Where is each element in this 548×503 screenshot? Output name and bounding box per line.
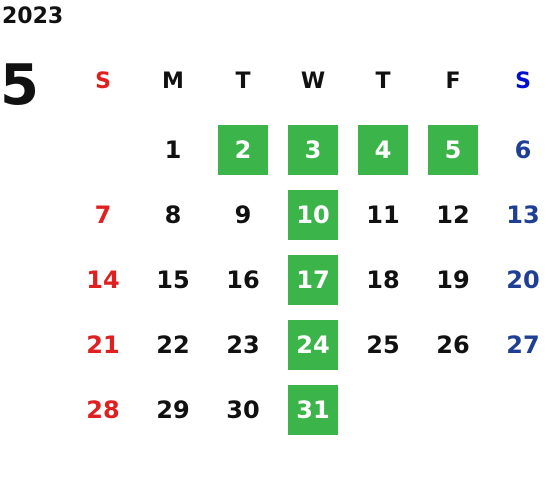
calendar-day: 25 [366,331,400,359]
calendar-day: 11 [366,201,400,229]
weekday-header: W [300,68,326,94]
calendar-day: 27 [506,331,540,359]
calendar-day: 14 [86,266,120,294]
calendar-day: 19 [436,266,470,294]
calendar-day: 6 [514,136,532,164]
calendar-day: 16 [226,266,260,294]
calendar-day: 28 [86,396,120,424]
calendar-day: 5 [428,125,478,175]
calendar-day: 22 [156,331,190,359]
calendar-day: 30 [226,396,260,424]
weekday-header: S [95,68,111,94]
calendar-day: 10 [288,190,338,240]
calendar-day: 8 [164,201,182,229]
calendar-day: 21 [86,331,120,359]
calendar-day: 29 [156,396,190,424]
calendar-day: 9 [234,201,252,229]
calendar-day: 26 [436,331,470,359]
calendar-day: 12 [436,201,470,229]
calendar-day: 20 [506,266,540,294]
calendar-day: 13 [506,201,540,229]
calendar-day: 15 [156,266,190,294]
weekday-header: T [375,68,391,94]
calendar-day: 31 [288,385,338,435]
calendar-day: 24 [288,320,338,370]
calendar-day: 3 [288,125,338,175]
calendar-day: 23 [226,331,260,359]
weekday-header: M [162,68,184,94]
year-label: 2023 [2,4,64,29]
weekday-header: F [445,68,461,94]
calendar-day: 17 [288,255,338,305]
calendar-day: 4 [358,125,408,175]
calendar-day: 1 [164,136,182,164]
weekday-header: S [515,68,531,94]
weekday-header: T [235,68,251,94]
calendar-day: 7 [94,201,112,229]
calendar-day: 2 [218,125,268,175]
month-number: 5 [0,53,39,118]
calendar-day: 18 [366,266,400,294]
